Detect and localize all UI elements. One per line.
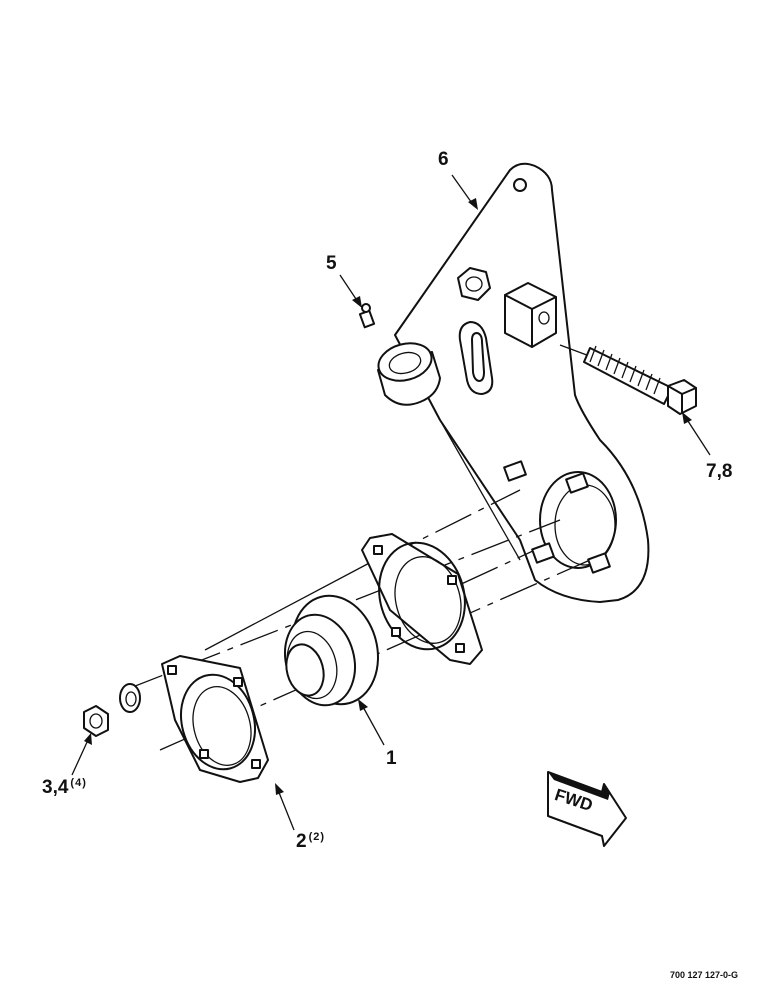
plate-nut [457,267,491,301]
lock-washer-part-4 [119,683,141,713]
forward-direction-arrow [547,771,627,847]
bearing-part-1 [284,594,379,707]
callout-3-4-quantity: (4) [70,777,87,789]
spacer-sleeve [377,342,441,406]
mounting-plate-part-6 [394,162,650,603]
figure-id: 700 127 127-0-G [670,970,739,980]
flangette-inner [361,533,483,665]
hex-nut-part-3 [83,705,109,737]
callout-3-4: 3,4(4) [42,777,87,798]
callout-5: 5 [326,253,337,274]
leader-lines [71,174,711,831]
adjuster-block [504,282,557,348]
callout-1: 1 [386,748,397,769]
callout-6: 6 [438,149,449,170]
carriage-bolt-part-7-8 [583,345,697,415]
grease-fitting-part-5 [358,303,376,329]
callout-2: 2(2) [296,831,326,852]
flangette-outer-part-2 [161,655,269,783]
callout-7-8: 7,8 [706,461,733,482]
callout-2-quantity: (2) [308,831,326,843]
